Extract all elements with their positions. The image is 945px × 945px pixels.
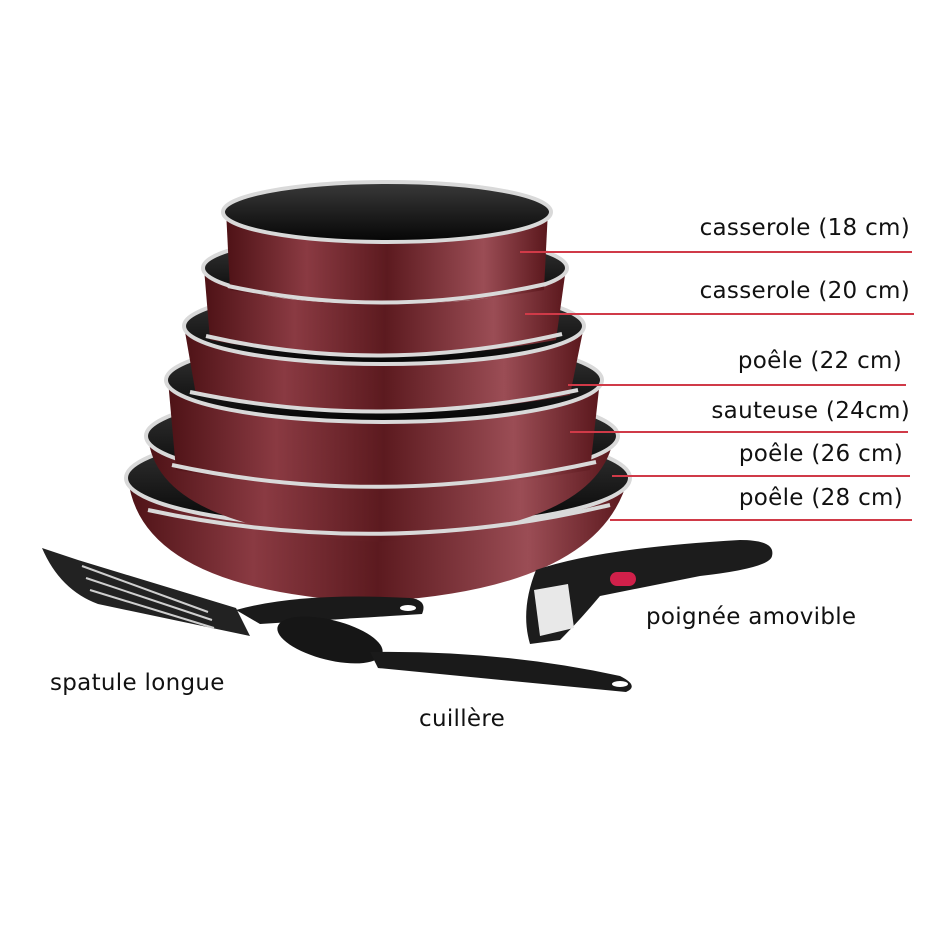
spoon-image [277,616,632,692]
label-poele-26: poêle (26 cm) [738,441,903,467]
label-handle: poignée amovible [646,604,857,630]
label-casserole-18: casserole (18 cm) [699,215,910,241]
leader-line-poele-28 [610,519,912,521]
leader-line-poele-26 [612,475,910,477]
label-sauteuse-24: sauteuse (24cm) [711,398,910,424]
handle-image [526,540,773,644]
leader-line-poele-22 [568,384,906,386]
spatula-image [42,548,424,636]
leader-line-sauteuse-24 [570,431,908,433]
label-poele-28: poêle (28 cm) [738,485,903,511]
label-casserole-20: casserole (20 cm) [699,278,910,304]
label-spatula: spatule longue [50,670,225,696]
casserole-18cm [221,180,553,305]
label-poele-22: poêle (22 cm) [737,348,902,374]
leader-line-casserole-20 [525,313,914,315]
label-spoon: cuillère [419,706,506,732]
leader-line-casserole-18 [520,251,912,253]
